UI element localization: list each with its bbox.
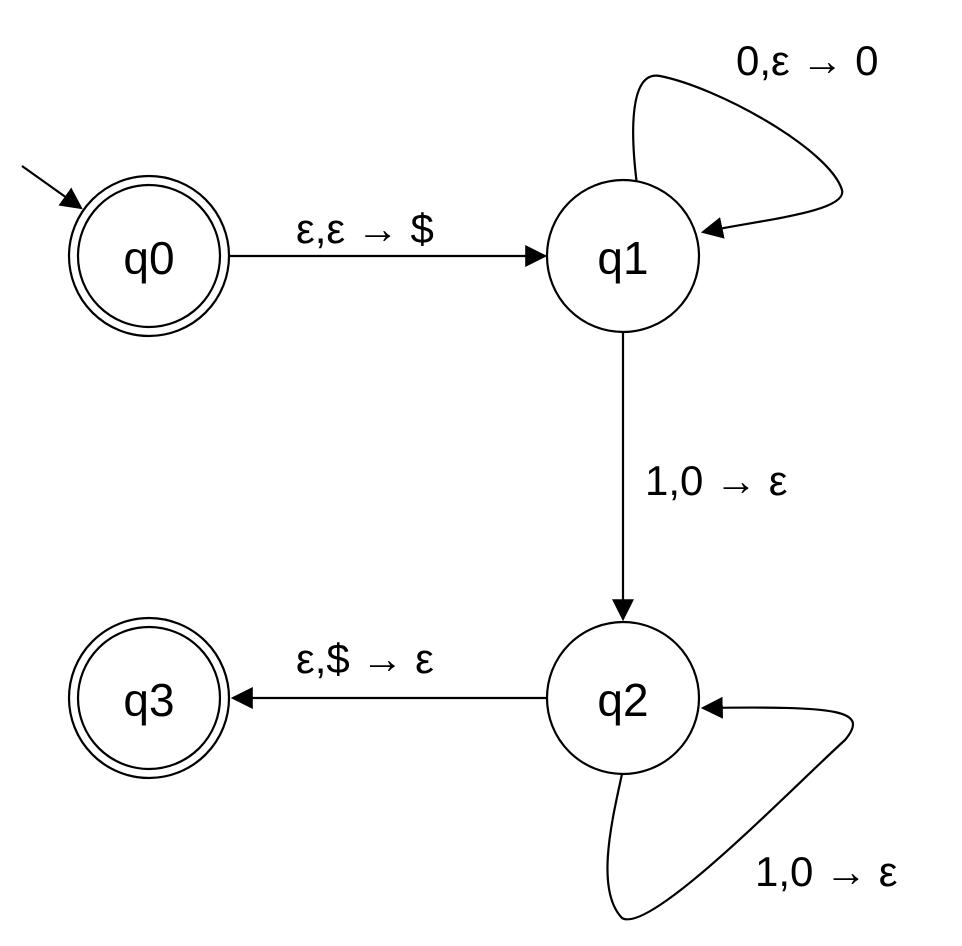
state-q0-inner-ring xyxy=(76,183,222,329)
start-arrow xyxy=(21,165,83,210)
state-q0: q0 xyxy=(67,174,231,338)
state-q2-label: q2 xyxy=(597,674,648,726)
state-q3-label: q3 xyxy=(123,674,174,726)
transition-q1-self-loop xyxy=(632,74,844,239)
state-q1-label: q1 xyxy=(597,232,648,284)
state-q2-ring xyxy=(545,620,701,776)
state-q0-label: q0 xyxy=(123,232,174,284)
state-q3-inner-ring xyxy=(76,625,222,771)
state-q3: q3 xyxy=(67,616,231,780)
transition-label-q1-self: 0,ε → 0 xyxy=(736,37,878,84)
transition-q2-self-loop xyxy=(606,696,855,921)
transition-label-q1-q2: 1,0 → ε xyxy=(645,457,787,504)
transition-label-q0-q1: ε,ε → $ xyxy=(296,205,434,252)
state-q1-ring xyxy=(545,178,701,334)
transition-label-q2-self: 1,0 → ε xyxy=(755,848,897,895)
transition-label-q2-q3: ε,$ → ε xyxy=(296,635,434,682)
state-q1: q1 xyxy=(545,178,701,334)
state-q2: q2 xyxy=(545,620,701,776)
